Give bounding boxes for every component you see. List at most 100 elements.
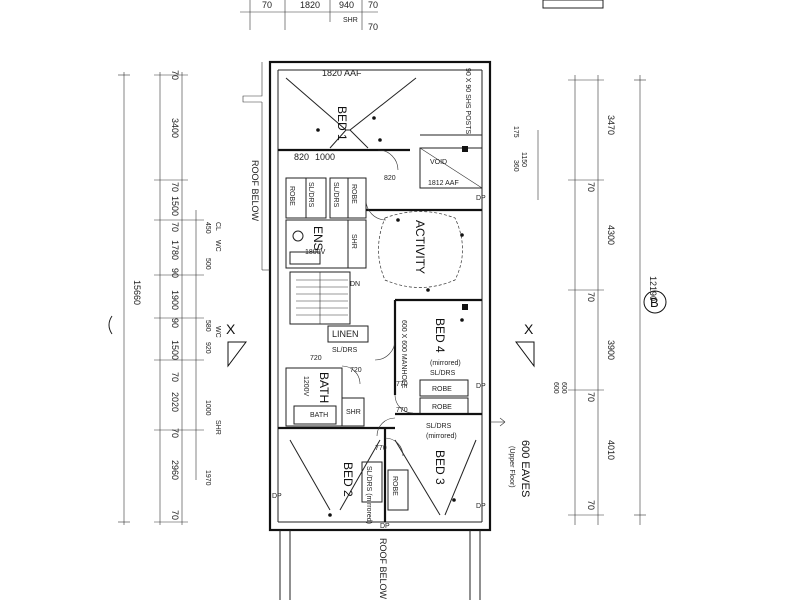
robe-label-4: ROBE: [432, 404, 452, 411]
left-inner-3: 580: [204, 320, 211, 332]
bath-vanity: 1200V: [302, 376, 309, 397]
bed-1-window: 1820 AAF: [322, 68, 362, 78]
linen-label: LINEN: [332, 329, 359, 339]
linen-drs: SL/DRS: [332, 347, 358, 354]
right-dim-3: 4300: [606, 225, 616, 245]
right-dim-6: 70: [586, 392, 596, 402]
dim-720-b: 720: [350, 367, 362, 374]
right-dim-7: 4010: [606, 440, 616, 460]
left-inner-5: 1000: [204, 400, 211, 416]
left-inner-label-wc: WC: [214, 240, 221, 252]
section-x-left: X: [226, 321, 236, 337]
bed-2-label: BED 2: [341, 462, 355, 497]
bed-4-label: BED 4: [433, 318, 447, 353]
sl-drs-label-1: SL/DRS: [307, 182, 314, 208]
posts-markers: DP DP DP DP DP 90 X 90 SHS POSTS: [272, 68, 486, 530]
left-dim-6: 1780: [170, 240, 180, 260]
bathroom: BATH BATH 1200V SHR: [285, 367, 365, 427]
bed-2-drs: SL/DRS (mirrored): [365, 466, 372, 524]
robe-label-5: ROBE: [391, 476, 398, 496]
right-inner-3: 360: [512, 160, 519, 172]
dim-770-c: 770: [375, 445, 387, 452]
dim-820-door: 820: [384, 175, 396, 182]
left-inner-2: 500: [204, 258, 211, 270]
door-swings: 820 770: [341, 149, 414, 457]
right-dim-5: 3900: [606, 340, 616, 360]
void-window: 1812 AAF: [428, 180, 459, 187]
top-dim-3: 940: [339, 0, 354, 10]
activity: ACTIVITY: [366, 208, 482, 292]
left-dim-2: 3400: [170, 118, 180, 138]
left-dim-14: 2960: [170, 460, 180, 480]
bed-4-note: (mirrored): [430, 360, 461, 367]
section-marks: X X B: [108, 290, 667, 368]
ens-shower: SHR: [350, 234, 357, 249]
robe-bed1: ROBE SL/DRS SL/DRS ROBE: [285, 177, 367, 219]
left-dim-12: 2020: [170, 392, 180, 412]
posts-label: 90 X 90 SHS POSTS: [464, 68, 471, 134]
left-dim-1: 70: [170, 70, 180, 80]
top-dim-4: 70: [368, 0, 378, 10]
eaves-sub: (Upper Floor): [508, 446, 515, 488]
eaves-label: 600 EAVES: [519, 440, 531, 497]
left-inner-1: 450: [204, 222, 211, 234]
dp-2: DP: [476, 383, 486, 390]
top-dim-2: 1820: [300, 0, 320, 10]
bed-3-note: (mirrored): [426, 433, 457, 440]
right-dim-2: 70: [586, 182, 596, 192]
bed-3-label: BED 3: [433, 450, 447, 485]
left-inner-label-shr: SHR: [214, 420, 221, 435]
ens-label: ENS: [311, 226, 325, 251]
left-inner-4: 920: [204, 342, 211, 354]
top-dim-5: 70: [368, 22, 378, 32]
dim-820: 820: [294, 152, 309, 162]
right-dim-1: 3470: [606, 115, 616, 135]
left-inner-label-cl: CL: [214, 222, 221, 231]
ens-vanity: 1800V: [305, 249, 326, 256]
bath-label: BATH: [317, 372, 331, 403]
right-dim-4: 70: [586, 292, 596, 302]
sl-drs-label-2: SL/DRS: [332, 182, 339, 208]
left-dimension-chain: 70 3400 70 1500 70 1780 90 1900 90 1500 …: [118, 70, 221, 525]
bed-1: BED 1 1820 AAF 820 1000: [278, 68, 417, 162]
section-x-right: X: [524, 321, 534, 337]
void-label: VOID: [430, 159, 447, 166]
dim-770-b: 770: [396, 407, 408, 414]
dp-4: DP: [272, 493, 282, 500]
bath-tub-label: BATH: [310, 412, 328, 419]
left-dim-9: 90: [170, 318, 180, 328]
bed-4: BED 4 (mirrored) SL/DRS 600 X 600 MANHOL…: [393, 298, 482, 415]
bed-1-label: BED 1: [335, 106, 349, 141]
stairs-dn: DN: [350, 281, 360, 288]
roof-below-bottom: [279, 530, 481, 600]
top-dimension-strip: 70 1820 940 70 SHR 70: [240, 0, 604, 32]
grid-b: B: [650, 295, 659, 310]
ensuite: ENS 1800V SHR: [285, 219, 367, 269]
left-inner-6: 1970: [204, 470, 211, 486]
dim-720-a: 720: [310, 355, 322, 362]
robe-label-1: ROBE: [288, 186, 295, 206]
right-inner-1: 175: [512, 126, 519, 138]
robe-label-2: ROBE: [350, 184, 357, 204]
roof-below-bottom-label: ROOF BELOW: [378, 538, 388, 600]
left-dim-8: 1900: [170, 290, 180, 310]
right-dimension-chain: 3470 70 4300 70 3900 70 4010 70 12190 17…: [512, 75, 658, 525]
bed-2: BED 2 SL/DRS (mirrored): [278, 426, 395, 524]
dp-3: DP: [476, 503, 486, 510]
right-dim-8: 70: [586, 500, 596, 510]
right-dim-total: 12190: [648, 276, 658, 301]
linen: LINEN SL/DRS 720 720 770 770: [310, 325, 408, 414]
right-inner-5: 600: [560, 382, 567, 394]
left-dim-7: 90: [170, 268, 180, 278]
left-dim-3: 70: [170, 182, 180, 192]
annotations: ROOF BELOW ROOF BELOW 600 EAVES (Upper F…: [250, 160, 531, 600]
right-inner-2: 1150: [520, 152, 527, 167]
bed-3-drs: SL/DRS: [426, 423, 452, 430]
manhole: 600 X 600 MANHOLE: [400, 320, 407, 389]
robe-label-3: ROBE: [432, 386, 452, 393]
dp-1: DP: [476, 195, 486, 202]
left-dim-4: 1500: [170, 196, 180, 216]
left-dim-13: 70: [170, 428, 180, 438]
stairs: DN: [289, 271, 360, 325]
